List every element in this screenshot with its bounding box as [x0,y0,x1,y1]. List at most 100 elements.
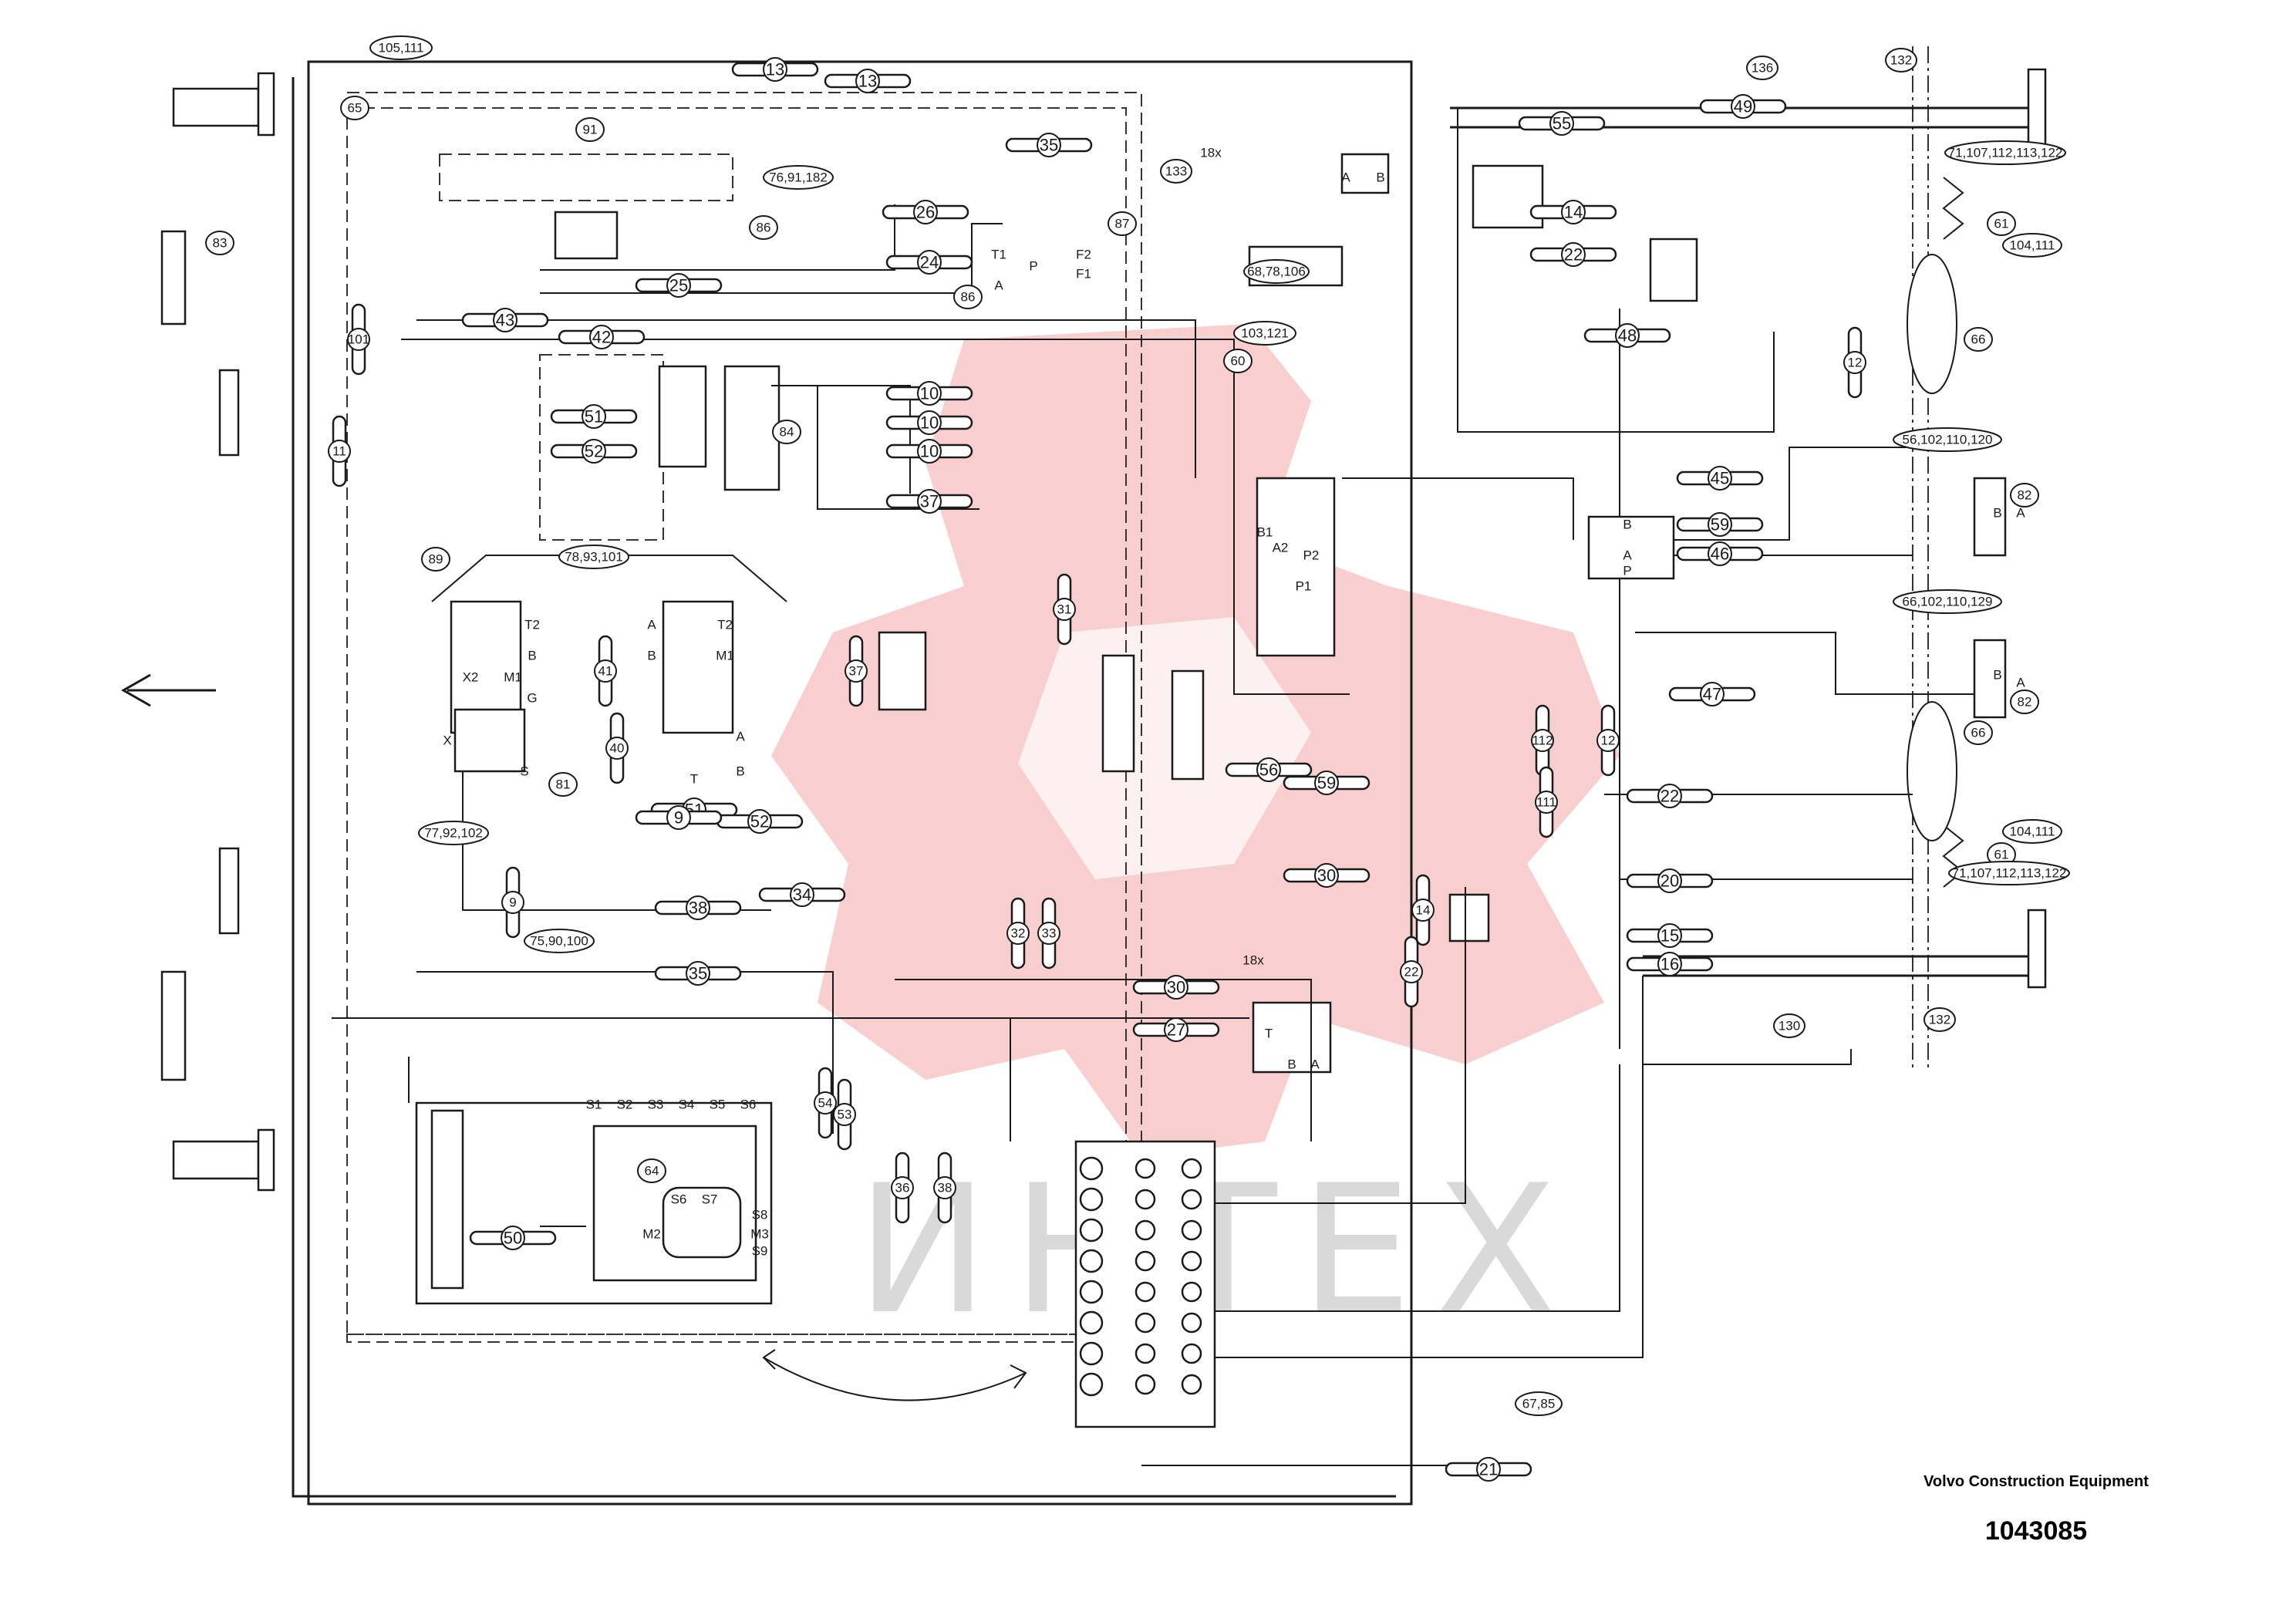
svg-text:B: B [1993,668,2001,683]
svg-text:F1: F1 [1076,267,1091,282]
hose-marker: 12 [1843,326,1866,399]
svg-text:56,102,110,120: 56,102,110,120 [1903,433,1993,447]
svg-text:87: 87 [1115,217,1130,231]
svg-text:30: 30 [1167,978,1185,997]
svg-text:33: 33 [1042,926,1057,941]
hose-marker: 25 [635,273,723,298]
manufacturer-name: Volvo Construction Equipment [1923,1473,2149,1490]
svg-text:51: 51 [585,407,603,427]
svg-text:15: 15 [1660,926,1679,946]
reference-callout: 60 [1223,349,1253,373]
svg-text:42: 42 [592,328,611,347]
svg-text:S3: S3 [648,1098,664,1112]
hose-marker: 33 [1037,897,1060,969]
svg-text:47: 47 [1703,685,1721,704]
reference-callout: 104,111 [2002,233,2062,258]
svg-text:T: T [1265,1027,1273,1041]
hose-marker: 10 [885,439,973,464]
hose-marker: 30 [1132,975,1220,1000]
svg-text:11: 11 [332,444,346,459]
valve-blocks [431,153,1698,1074]
svg-text:76,91,182: 76,91,182 [769,170,828,185]
svg-text:27: 27 [1167,1020,1185,1040]
svg-text:30: 30 [1317,866,1336,885]
svg-text:9: 9 [509,895,516,910]
hose-marker: 38 [654,895,742,920]
reference-callout: 130 [1773,1013,1805,1038]
direction-arrow-icon [120,673,216,707]
reference-callout: 83 [205,231,234,255]
svg-text:A: A [2016,676,2025,690]
svg-text:48: 48 [1618,326,1637,346]
svg-text:F2: F2 [1076,248,1091,262]
svg-text:67,85: 67,85 [1522,1397,1556,1411]
svg-text:B: B [1623,518,1631,532]
svg-text:65: 65 [348,101,362,116]
svg-text:35: 35 [689,964,707,983]
svg-text:66: 66 [1971,726,1986,740]
hose-marker: 13 [824,69,912,93]
svg-text:84: 84 [780,425,794,440]
svg-text:13: 13 [766,60,784,79]
hose-marker: 34 [758,882,846,907]
svg-text:54: 54 [818,1096,833,1111]
svg-text:82: 82 [2018,488,2032,503]
svg-text:B: B [1376,170,1384,185]
svg-text:B: B [528,649,536,663]
reference-callout: 86 [749,215,778,240]
svg-text:A: A [1341,170,1350,185]
svg-text:34: 34 [793,885,811,905]
svg-text:66,102,110,129: 66,102,110,129 [1903,595,1993,609]
svg-text:26: 26 [916,203,935,222]
svg-text:105,111: 105,111 [379,41,424,56]
reference-callout: 86 [953,285,983,309]
hose-marker: 32 [1006,897,1030,969]
svg-text:B: B [736,764,744,779]
reference-callout: 89 [421,547,450,572]
port-labels: A B T1 A P F1 F2 T2 B G X2 M1 A B T2 M1 … [443,170,2025,1072]
block-port-labels: S1 S2 S3 S4 S5 S6 S6 S7 S8 M2 M3 S9 [586,1098,769,1259]
reference-callout: 76,91,182 [763,165,834,190]
svg-text:T1: T1 [991,248,1006,262]
hose-marker: 13 [731,57,819,82]
svg-text:X: X [443,733,451,748]
svg-text:56: 56 [1259,760,1278,780]
reference-callout: 132 [1885,48,1917,73]
hose-marker: 10 [885,410,973,435]
hose-marker: 9 [501,866,524,939]
svg-text:60: 60 [1231,354,1246,369]
reference-callout: 66 [1964,327,1993,352]
svg-text:A2: A2 [1273,541,1289,555]
svg-text:22: 22 [1564,245,1583,265]
svg-text:68,78,106: 68,78,106 [1247,265,1306,279]
svg-text:14: 14 [1416,903,1431,918]
hose-marker: 24 [885,250,973,275]
svg-text:A: A [1623,548,1632,563]
svg-text:B1: B1 [1257,525,1273,540]
svg-text:P2: P2 [1303,548,1320,563]
reference-callout: 105,111 [369,35,433,60]
reference-callout: 68,78,106 [1243,259,1310,284]
hose-marker: 30 [1283,863,1371,888]
distribution-manifold [1074,1140,1216,1428]
hose-marker: 59 [1676,512,1764,537]
svg-text:111: 111 [1536,795,1556,810]
reference-callout: 87 [1108,211,1137,236]
svg-text:64: 64 [645,1164,659,1179]
svg-text:A: A [1310,1057,1320,1072]
svg-text:78,93,101: 78,93,101 [565,550,623,565]
svg-text:S7: S7 [702,1192,718,1207]
reference-callout: 71,107,112,113,122 [1944,140,2066,165]
svg-text:37: 37 [920,492,939,511]
hose-marker: 27 [1132,1017,1220,1042]
svg-text:49: 49 [1734,97,1752,116]
hose-marker: 15 [1626,923,1714,948]
hose-marker: 59 [1283,771,1371,795]
hose-marker: 21 [1445,1457,1532,1482]
svg-text:40: 40 [610,741,625,756]
hose-marker: 26 [882,200,969,224]
hose-marker: 52 [550,439,638,464]
reference-callout: 104,111 [2002,819,2062,844]
svg-text:S4: S4 [679,1098,695,1112]
